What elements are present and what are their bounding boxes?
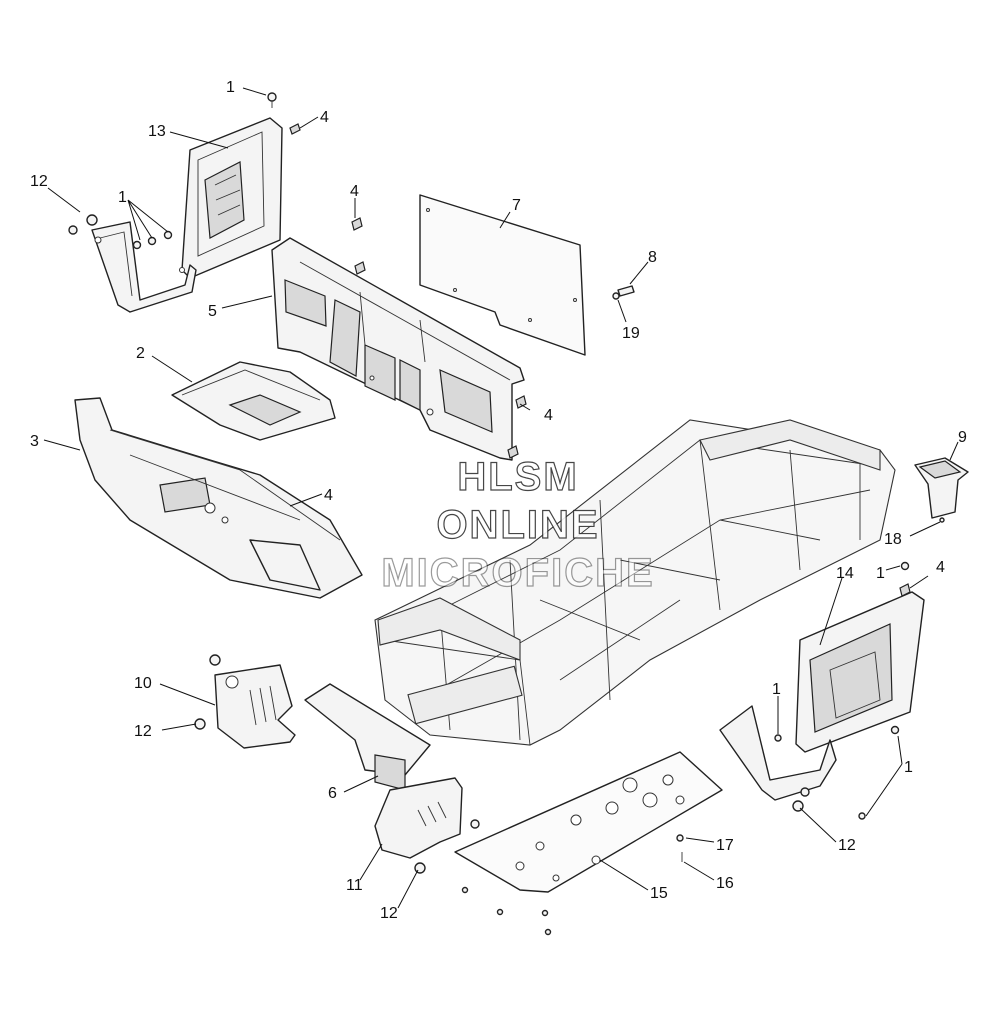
part-7-rear-panel (419, 194, 586, 356)
part-11-lower-shield (374, 777, 480, 874)
callout-5: 5 (208, 303, 217, 320)
callout-12: 12 (838, 837, 856, 854)
callout-8: 8 (648, 249, 657, 266)
callout-11: 11 (346, 877, 363, 894)
watermark-line-2: ONLINE (436, 503, 599, 547)
watermark: HLSM ONLINE MICROFICHE (381, 454, 654, 595)
leader-lines (43, 87, 959, 909)
callout-13: 13 (148, 123, 166, 140)
callout-18: 18 (884, 531, 902, 548)
callout-3: 3 (30, 433, 39, 450)
callout-7: 7 (512, 197, 521, 214)
part-14-right-side-panel (719, 591, 925, 801)
callout-4: 4 (324, 487, 333, 504)
watermark-line-3: MICROFICHE (381, 551, 654, 595)
callout-6: 6 (328, 785, 337, 802)
callout-4: 4 (544, 407, 553, 424)
callout-12: 12 (30, 173, 48, 190)
callout-15: 15 (650, 885, 668, 902)
part-5-bulkhead (271, 237, 525, 461)
callout-17: 17 (716, 837, 734, 854)
callout-9: 9 (958, 429, 967, 446)
part-3-center-console (74, 397, 363, 599)
callout-19: 19 (622, 325, 640, 342)
fasteners-floor (461, 834, 684, 936)
callout-1: 1 (876, 565, 885, 582)
callout-4: 4 (320, 109, 329, 126)
fasteners-4-bulkhead (351, 217, 527, 459)
part-15-floor-plate (454, 751, 723, 893)
callout-2: 2 (136, 345, 145, 362)
callout-1: 1 (118, 189, 127, 206)
callout-12: 12 (380, 905, 398, 922)
callout-12: 12 (134, 723, 152, 740)
callout-14: 14 (836, 565, 854, 582)
callout-1: 1 (772, 681, 781, 698)
callout-1: 1 (226, 79, 235, 96)
callout-4: 4 (350, 183, 359, 200)
callout-4: 4 (936, 559, 945, 576)
callout-1: 1 (904, 759, 913, 776)
callout-10: 10 (134, 675, 152, 692)
chassis-frame (374, 419, 896, 746)
part-13-left-side-panel (91, 117, 283, 313)
fasteners-8-19 (612, 285, 635, 300)
callout-16: 16 (716, 875, 734, 892)
part-9-storage-bin (914, 457, 969, 523)
part-10-front-shield (194, 654, 296, 749)
callout-labels: 1 4 13 12 1 4 7 8 5 19 2 4 3 4 9 18 14 1… (30, 79, 967, 922)
part-6-deflector (304, 683, 431, 791)
watermark-line-1: HLSM (457, 455, 578, 499)
part-2-tunnel-cover (171, 361, 336, 441)
